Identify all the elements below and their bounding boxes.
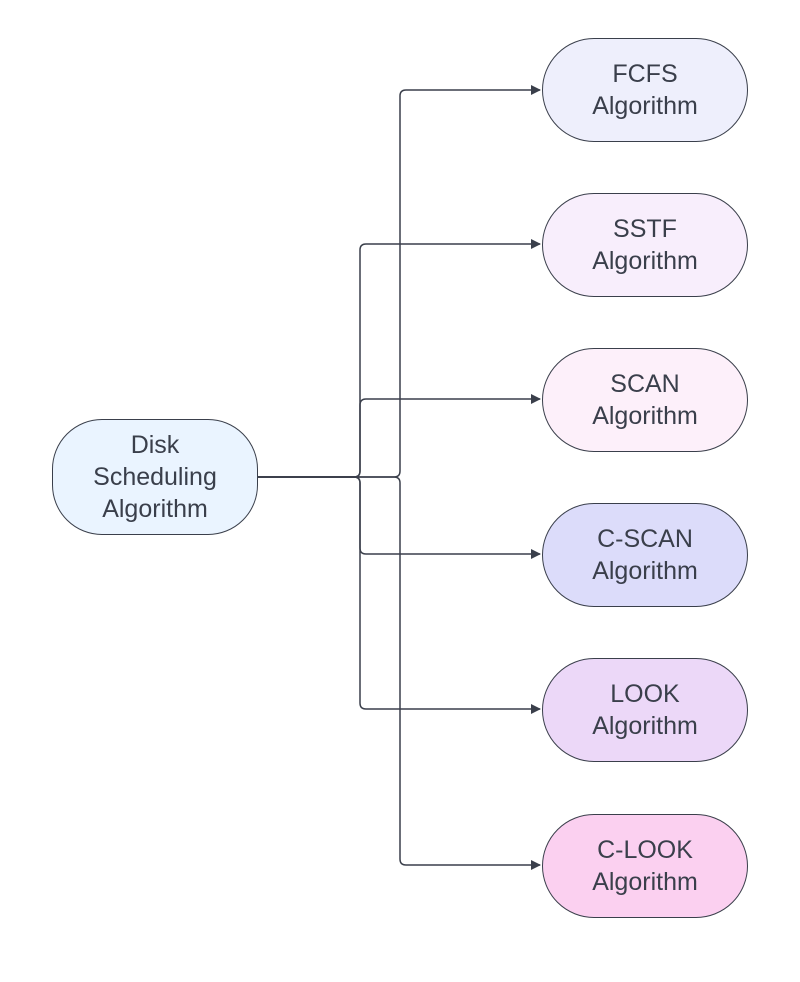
connector-fcfs — [258, 85, 541, 478]
node-c-look-label: C-LOOK Algorithm — [592, 836, 698, 896]
node-c-scan-algorithm: C-SCAN Algorithm — [542, 503, 748, 607]
connector-clook — [258, 476, 541, 870]
node-c-scan-label: C-SCAN Algorithm — [592, 525, 698, 585]
connector-cscan — [258, 476, 541, 559]
node-fcfs-algorithm: FCFS Algorithm — [542, 38, 748, 142]
node-c-look-algorithm: C-LOOK Algorithm — [542, 814, 748, 918]
connector-sstf — [258, 239, 541, 478]
root-node-label: Disk Scheduling Algorithm — [93, 431, 217, 523]
node-scan-label: SCAN Algorithm — [592, 370, 698, 430]
root-node-disk-scheduling: Disk Scheduling Algorithm — [52, 419, 258, 535]
node-sstf-algorithm: SSTF Algorithm — [542, 193, 748, 297]
connector-scan — [258, 394, 541, 478]
node-fcfs-label: FCFS Algorithm — [592, 60, 698, 120]
node-sstf-label: SSTF Algorithm — [592, 215, 698, 275]
node-look-algorithm: LOOK Algorithm — [542, 658, 748, 762]
node-scan-algorithm: SCAN Algorithm — [542, 348, 748, 452]
connector-look — [258, 476, 541, 714]
node-look-label: LOOK Algorithm — [592, 680, 698, 740]
